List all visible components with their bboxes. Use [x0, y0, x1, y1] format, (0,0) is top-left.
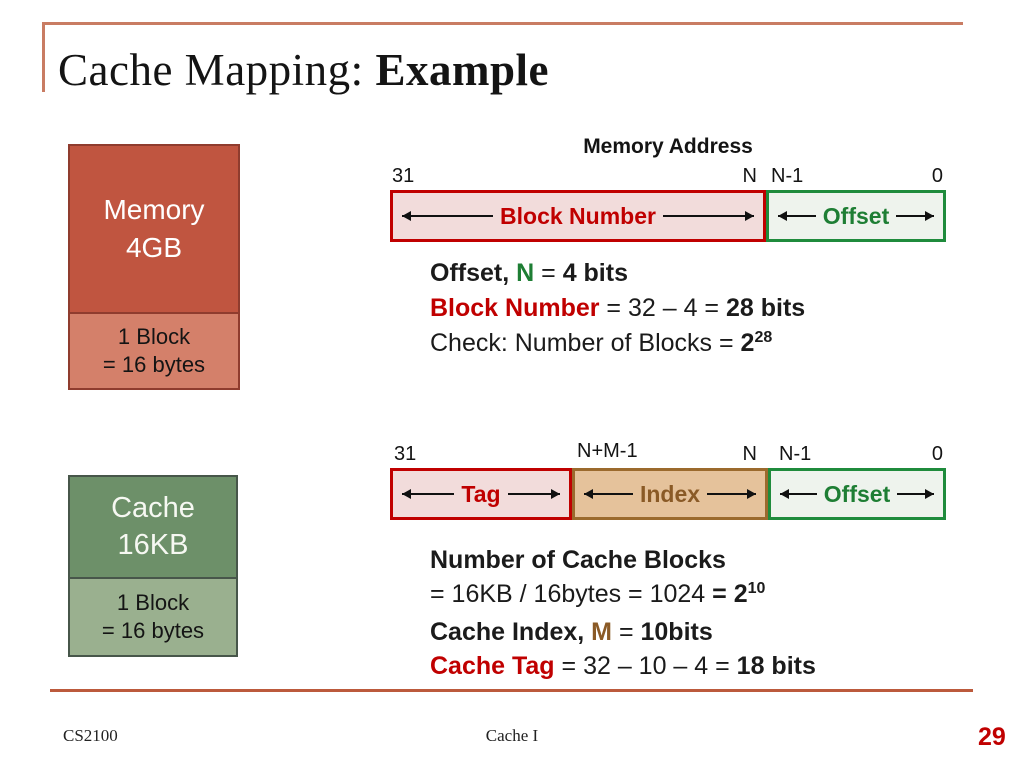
left-arrow — [780, 489, 817, 499]
bit-label-n-minus-1: N-1 — [771, 165, 804, 187]
field-offset-label: Offset — [823, 480, 891, 507]
memory-block-size-line1: 1 Block — [117, 324, 191, 349]
note-cache-index-bits: Cache Index, M = 10bits — [430, 615, 816, 649]
cache-block-size: 1 Block = 16 bytes — [70, 577, 236, 655]
note-offset-bits: Offset, N = 4 bits — [430, 256, 805, 291]
bit-label-n-plus-m-minus-1: N+M-1 — [577, 440, 638, 462]
note-block-number: Block Number — [430, 294, 600, 322]
title-rule-horizontal — [42, 22, 963, 25]
footer-deck-title: Cache I — [485, 726, 539, 745]
bit-label-0: 0 — [931, 165, 943, 187]
field-offset: Offset — [768, 468, 946, 520]
right-arrow — [707, 489, 757, 499]
right-arrow — [662, 211, 755, 221]
page-title: Cache Mapping: Example — [58, 44, 549, 96]
note-cache-tag: Cache Tag — [430, 652, 555, 680]
right-arrow — [897, 489, 935, 499]
note-text: = 16KB / 16bytes = 1024 — [430, 580, 713, 608]
memory-address-diagram: Block Number Offset — [390, 190, 946, 242]
note-text: Check: Number of Blocks = — [430, 329, 741, 357]
cache-box-line2: 16KB — [117, 529, 189, 561]
bit-label-n: N — [742, 443, 757, 465]
cache-box: Cache 16KB 1 Block = 16 bytes — [68, 475, 238, 657]
bit-label-31: 31 — [394, 443, 417, 465]
cache-address-notes: Number of Cache Blocks = 16KB / 16bytes … — [430, 543, 816, 683]
footer-rule — [50, 689, 973, 692]
note-text: 4 bits — [562, 259, 628, 287]
left-arrow — [584, 489, 633, 499]
note-text: 10bits — [640, 618, 713, 646]
memory-box-label: Memory 4GB — [70, 146, 238, 312]
note-text: = 32 – 10 – 4 = — [554, 652, 737, 680]
bit-label-n-minus-1: N-1 — [779, 443, 812, 465]
page-number: 29 — [978, 723, 1006, 751]
note-text: 2 — [740, 329, 755, 357]
note-text: = — [534, 259, 563, 287]
note-n: N — [516, 259, 535, 287]
memory-box: Memory 4GB 1 Block = 16 bytes — [68, 144, 240, 390]
note-check-blocks: Check: Number of Blocks = 228 — [430, 326, 805, 364]
field-offset-label: Offset — [822, 202, 890, 229]
field-tag-label: Tag — [461, 480, 501, 507]
bit-label-0: 0 — [931, 443, 943, 465]
cache-block-size-line1: 1 Block — [116, 590, 190, 615]
title-rule-vertical — [42, 22, 45, 92]
field-block-number-label: Block Number — [500, 202, 656, 229]
cache-box-label: Cache 16KB — [70, 477, 236, 577]
note-block-number-bits: Block Number = 32 – 4 = 28 bits — [430, 291, 805, 326]
field-block-number: Block Number — [390, 190, 766, 242]
right-arrow — [507, 489, 561, 499]
memory-block-size-line2: = 16 bytes — [102, 352, 206, 377]
left-arrow — [402, 489, 455, 499]
memory-block-size: 1 Block = 16 bytes — [70, 312, 238, 388]
note-exponent: 10 — [747, 580, 766, 597]
note-cache-blocks-title: Number of Cache Blocks — [430, 546, 726, 574]
field-offset: Offset — [766, 190, 946, 242]
cache-block-size-line2: = 16 bytes — [101, 618, 205, 643]
note-m: M — [591, 618, 612, 646]
note-text: Offset, — [430, 259, 517, 287]
note-text: Cache Index, — [430, 618, 592, 646]
memory-address-title: Memory Address — [583, 135, 753, 158]
left-arrow — [778, 211, 816, 221]
note-text: = — [612, 618, 641, 646]
memory-box-line1: Memory — [103, 194, 205, 225]
note-text: 18 bits — [736, 652, 816, 680]
note-text: = 2 — [712, 580, 748, 608]
field-tag: Tag — [390, 468, 572, 520]
memory-address-notes: Offset, N = 4 bits Block Number = 32 – 4… — [430, 256, 805, 364]
field-index: Index — [572, 468, 768, 520]
field-index-label: Index — [639, 480, 701, 507]
note-exponent: 28 — [754, 329, 773, 346]
note-cache-blocks-calc: = 16KB / 16bytes = 1024 = 210 — [430, 577, 816, 615]
bit-label-n: N — [742, 165, 757, 187]
left-arrow — [402, 211, 494, 221]
memory-box-line2: 4GB — [125, 232, 183, 263]
footer-course: CS2100 — [63, 726, 118, 745]
cache-address-diagram: Tag Index Offset — [390, 468, 946, 520]
page-title-bold: Example — [375, 45, 549, 95]
note-text: = 32 – 4 = — [599, 294, 726, 322]
bit-label-31: 31 — [392, 165, 415, 187]
note-text: 28 bits — [725, 294, 806, 322]
right-arrow — [896, 211, 935, 221]
cache-box-line1: Cache — [111, 492, 195, 524]
page-title-regular: Cache Mapping: — [58, 45, 376, 95]
note-cache-tag-bits: Cache Tag = 32 – 10 – 4 = 18 bits — [430, 649, 816, 683]
